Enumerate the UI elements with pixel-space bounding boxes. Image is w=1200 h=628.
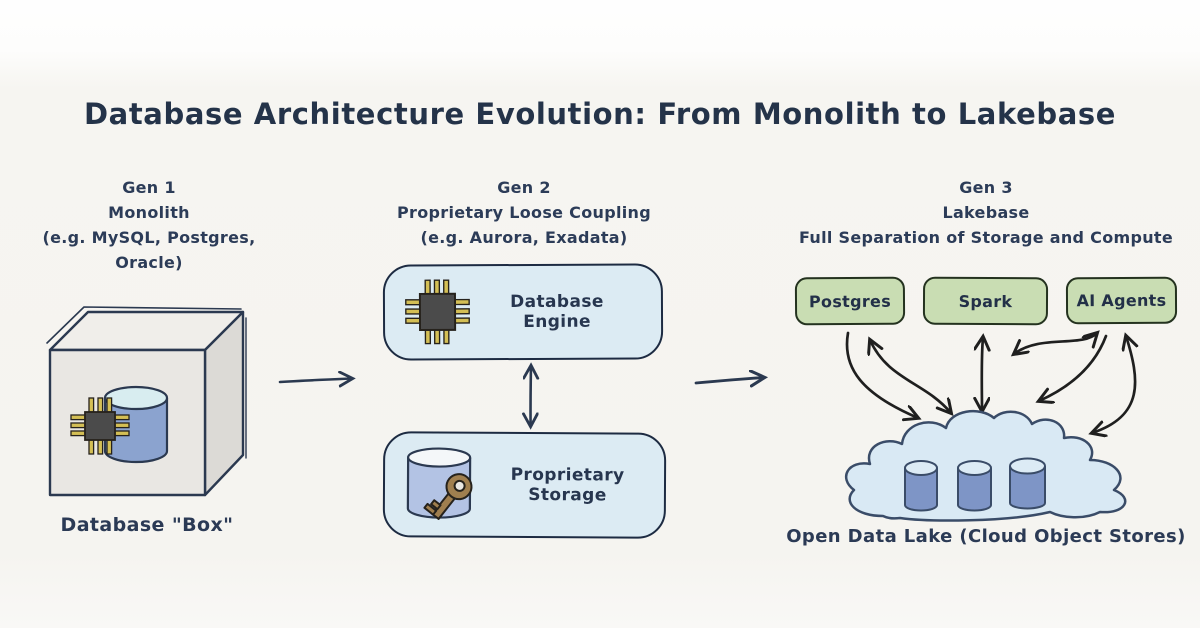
ai-agents-label: AI Agents [1076, 290, 1167, 311]
compute-box-spark: Spark [922, 276, 1049, 326]
gen3-header: Gen 3 Lakebase Full Separation of Storag… [770, 175, 1200, 250]
lake-cylinder-icon [904, 460, 938, 512]
gen1-box-caption: Database "Box" [60, 514, 234, 536]
database-cylinder-icon [406, 447, 472, 519]
arrow-right-gen1-gen2-icon [278, 358, 368, 402]
page-title: Database Architecture Evolution: From Mo… [83, 97, 1117, 131]
database-box-cube-icon [46, 306, 247, 497]
data-lake-caption: Open Data Lake (Cloud Object Stores) [786, 526, 1186, 547]
gen2-heading: Gen 2 [497, 178, 551, 197]
database-cylinder-icon [103, 385, 169, 464]
gen1-examples: (e.g. MySQL, Postgres, Oracle) [42, 228, 256, 272]
gen1-header: Gen 1 Monolith (e.g. MySQL, Postgres, Or… [8, 175, 290, 275]
compute-lake-arrows-icon [845, 320, 1200, 460]
arrow-updown-engine-storage-icon [514, 356, 548, 438]
data-lake-cloud-icon [844, 410, 1127, 522]
cpu-chip-icon [405, 279, 470, 345]
database-engine-label: Database Engine [510, 291, 604, 332]
postgres-label: Postgres [808, 291, 892, 311]
gen2-examples: (e.g. Aurora, Exadata) [420, 228, 628, 247]
gen2-subheading: Proprietary Loose Coupling [397, 203, 651, 222]
compute-box-ai-agents: AI Agents [1065, 276, 1178, 325]
gen3-examples: Full Separation of Storage and Compute [798, 228, 1174, 247]
storage-cylinder-key-icon [406, 447, 473, 520]
arrow-right-gen2-gen3-icon [694, 358, 780, 402]
proprietary-storage-label: Proprietary Storage [510, 464, 625, 506]
gen1-heading: Gen 1 [122, 178, 176, 197]
lake-cylinder-icon [1009, 457, 1046, 510]
cpu-chip-icon [70, 397, 130, 455]
spark-label: Spark [958, 291, 1013, 311]
key-icon [423, 473, 473, 520]
database-engine-box: Database Engine [382, 263, 664, 361]
compute-box-postgres: Postgres [794, 276, 906, 326]
lake-cylinder-icon [957, 460, 992, 512]
gen3-heading: Gen 3 [959, 178, 1013, 197]
gen3-subheading: Lakebase [942, 203, 1030, 222]
gen2-header: Gen 2 Proprietary Loose Coupling (e.g. A… [388, 175, 660, 250]
proprietary-storage-box: Proprietary Storage [382, 431, 667, 539]
gen1-subheading: Monolith [108, 203, 190, 222]
